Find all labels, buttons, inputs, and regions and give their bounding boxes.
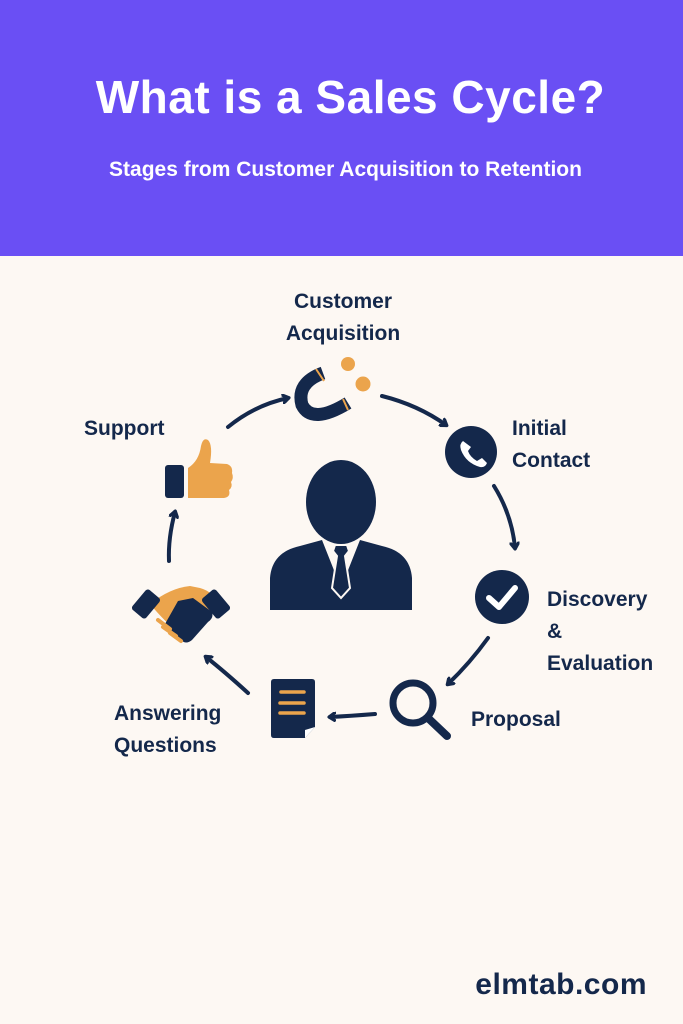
arrow-discovery-to-proposal [448,636,490,684]
stage-label-discovery-evaluation: Discovery & Evaluation [547,584,653,680]
arrow-document-to-handshake [206,657,250,695]
label-line: Evaluation [547,652,654,675]
label-line: & [547,620,563,643]
label-line: Initial [512,417,567,440]
document-icon [271,679,315,738]
checkmark-icon [475,570,529,624]
magnifier-icon [389,679,451,740]
magnet-icon [294,357,371,421]
label-line: Answering [114,702,222,725]
businessman-icon [270,460,412,610]
arrow-acquisition-to-contact [380,394,446,425]
arrow-handshake-to-support [166,512,175,563]
handshake-icon [131,586,231,643]
arrow-proposal-to-document [330,714,377,717]
stage-label-support: Support [84,413,164,445]
stage-label-customer-acquisition: Customer Acquisition [260,286,426,350]
stage-label-initial-contact: Initial Contact [512,413,590,477]
phone-icon [445,426,497,478]
label-line: Support [84,417,165,440]
label-line: Customer [293,290,393,313]
page-title: What is a Sales Cycle? [95,71,606,123]
thumbs-up-icon [165,439,233,498]
label-line: Acquisition [285,322,401,345]
stage-label-proposal: Proposal [471,704,561,736]
label-line: Discovery [547,588,648,611]
arrow-contact-to-discovery [492,484,515,548]
label-line: Proposal [471,708,561,731]
stage-label-answering-questions: Answering Questions [114,698,221,762]
label-line: Contact [512,449,591,472]
arrow-support-to-acquisition [226,398,288,429]
cycle-arrows [166,394,515,717]
footer-site-link[interactable]: elmtab.com [475,968,647,1001]
label-line: Questions [114,734,217,757]
header-banner: What is a Sales Cycle? Stages from Custo… [0,0,683,256]
page-subtitle: Stages from Customer Acquisition to Rete… [109,158,582,181]
